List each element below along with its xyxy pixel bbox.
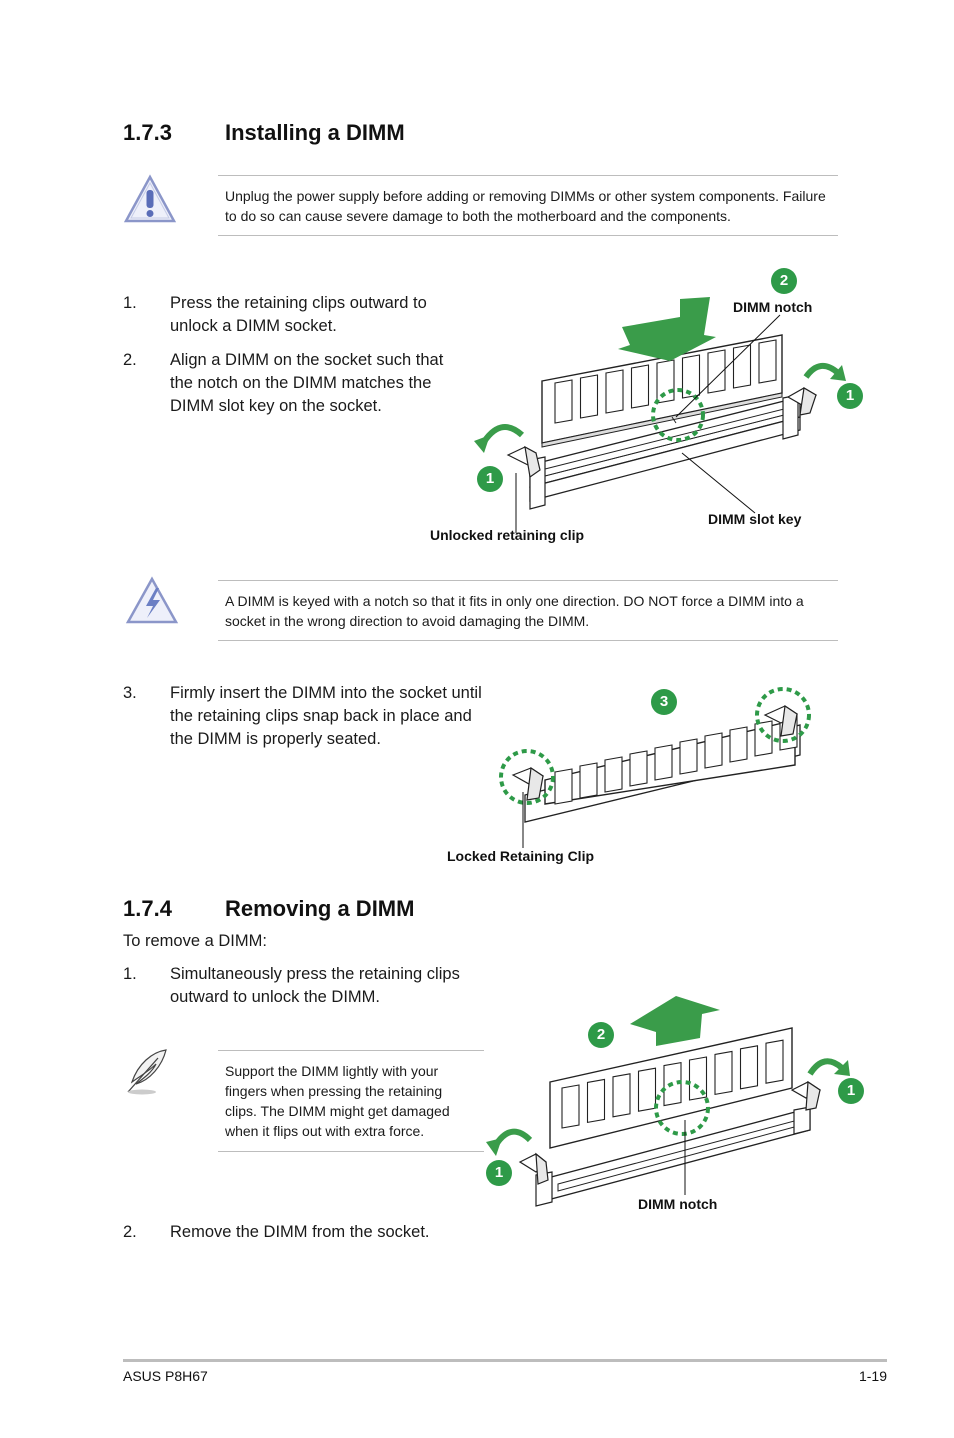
memory-chip — [679, 738, 698, 775]
footer-rule — [123, 1359, 887, 1362]
memory-chip — [707, 349, 726, 394]
memory-chip — [630, 364, 650, 409]
memory-chip — [739, 1045, 759, 1090]
memory-chip — [714, 1050, 733, 1096]
memory-chip — [732, 344, 752, 389]
step-badge-1-left: 1 — [477, 466, 503, 492]
memory-chip — [758, 339, 777, 384]
dimm-remove-figure — [486, 996, 850, 1207]
remove-step-2-text: Remove the DIMM from the socket. — [170, 1223, 430, 1241]
memory-chip — [579, 374, 599, 419]
memory-chip — [554, 768, 573, 805]
remove-step-1-text: Simultaneously press the retaining clips… — [170, 965, 460, 1006]
warning-top-rule — [218, 175, 838, 176]
step-3-text: Firmly insert the DIMM into the socket u… — [170, 684, 482, 748]
memory-chip — [629, 750, 648, 787]
remove-badge-1-left: 1 — [486, 1160, 512, 1186]
step-1-number: 1. — [123, 294, 137, 312]
remove-dimm-notch-label: DIMM notch — [638, 1196, 718, 1212]
memory-chip — [561, 1084, 580, 1129]
step-badge-3: 3 — [651, 689, 677, 715]
unlocked-clip-label: Unlocked retaining clip — [430, 527, 585, 543]
memory-chip — [765, 1039, 784, 1084]
feather-note-icon — [127, 1049, 167, 1095]
memory-chip — [729, 726, 748, 763]
section-number-install: 1.7.3 — [123, 120, 172, 145]
memory-chip — [579, 762, 598, 799]
step-2-number: 2. — [123, 351, 137, 369]
memory-chip — [654, 744, 673, 781]
note-bottom-rule — [218, 1151, 484, 1152]
section-title-remove: Removing a DIMM — [225, 896, 415, 921]
memory-chip — [704, 732, 723, 769]
dimm-notch-label: DIMM notch — [733, 299, 813, 315]
step-1-text: Press the retaining clips outward to unl… — [170, 294, 427, 335]
caution-text: A DIMM is keyed with a notch so that it … — [225, 593, 804, 629]
locked-clip-label: Locked Retaining Clip — [447, 848, 595, 864]
step-badge-2: 2 — [771, 268, 797, 294]
note-top-rule — [218, 1050, 484, 1051]
dimm-slot-key-label: DIMM slot key — [708, 511, 802, 527]
memory-chip — [586, 1078, 606, 1124]
memory-chip — [637, 1067, 657, 1112]
memory-chip — [688, 1056, 708, 1101]
memory-chip — [554, 379, 573, 424]
dimm-install-figure — [474, 297, 846, 533]
section-number-remove: 1.7.4 — [123, 896, 172, 921]
warning-icon — [123, 174, 177, 223]
note-text: Support the DIMM lightly with your finge… — [225, 1063, 450, 1139]
step-2-text: Align a DIMM on the socket such that the… — [170, 351, 444, 415]
remove-badge-2: 2 — [588, 1022, 614, 1048]
remove-intro: To remove a DIMM: — [123, 932, 267, 950]
footer-product: ASUS P8H67 — [123, 1368, 208, 1384]
memory-chip — [681, 354, 701, 399]
memory-chip — [605, 369, 624, 414]
section-title-install: Installing a DIMM — [225, 120, 405, 145]
remove-step-1-number: 1. — [123, 965, 137, 983]
step-badge-1-right: 1 — [837, 383, 863, 409]
footer-page-number: 1-19 — [858, 1368, 887, 1384]
memory-chip — [612, 1073, 631, 1118]
warning-bottom-rule — [218, 235, 838, 236]
warning-text: Unplug the power supply before adding or… — [225, 188, 826, 224]
memory-chip — [604, 756, 623, 793]
caution-bottom-rule — [218, 640, 838, 641]
step-3-number: 3. — [123, 684, 137, 702]
caution-top-rule — [218, 580, 838, 581]
memory-chip — [656, 359, 675, 404]
dimm-locked-figure — [499, 687, 811, 848]
remove-badge-1-right: 1 — [838, 1078, 864, 1104]
caution-icon — [125, 576, 179, 624]
remove-step-2-number: 2. — [123, 1223, 137, 1241]
